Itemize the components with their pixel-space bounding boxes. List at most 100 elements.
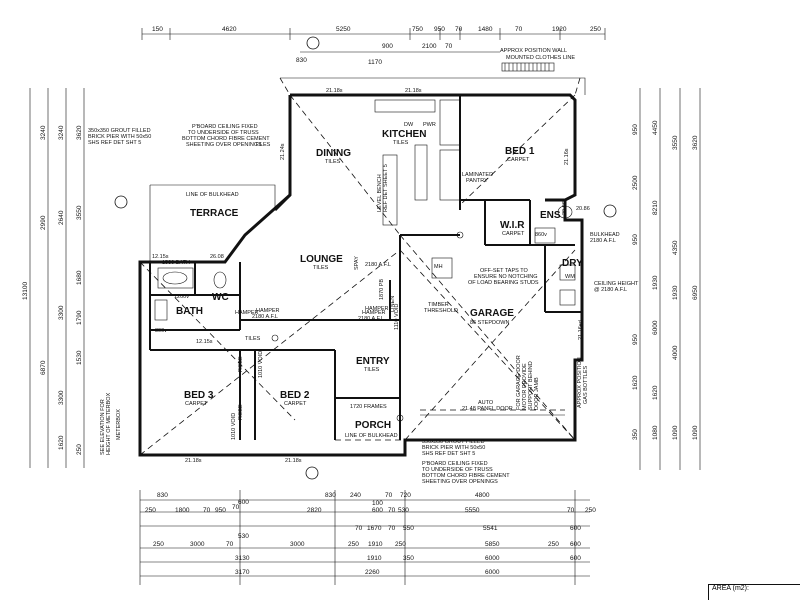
plan-label: 21.18s bbox=[185, 458, 202, 464]
section-marker bbox=[306, 36, 320, 50]
kitchen-bench bbox=[374, 99, 461, 226]
roof-lines bbox=[139, 77, 581, 456]
plan-label: 350x350 GROUT FILLED bbox=[422, 439, 485, 445]
plan-label: DW bbox=[404, 122, 414, 128]
room-finish: TILES bbox=[393, 140, 409, 146]
dim-label: 6870 bbox=[40, 360, 47, 375]
bottom-dimensions bbox=[139, 490, 590, 585]
dim-label: 1790 bbox=[76, 310, 83, 325]
plan-label: 2260 bbox=[365, 569, 380, 576]
plan-label: 250 bbox=[145, 507, 156, 514]
room-finish: TILES bbox=[313, 265, 329, 271]
dim-label: 1620 bbox=[632, 375, 639, 390]
small-labels: TILES TILES DW PWR MH ROBE ROBE LINEN WM… bbox=[155, 122, 575, 440]
dim-label: 13100 bbox=[22, 282, 29, 300]
clothes-line-note: MOUNTED CLOTHES LINE bbox=[506, 55, 575, 61]
dim-label: 2990 bbox=[40, 215, 47, 230]
dim-label: 70 bbox=[455, 26, 463, 33]
dim-label: 950 bbox=[632, 234, 639, 245]
room-finish: 86 STEPDOWN bbox=[470, 320, 509, 326]
plan-label: 70 bbox=[388, 525, 396, 532]
dim-label: 6000 bbox=[652, 320, 659, 335]
plan-label: 70 bbox=[226, 541, 234, 548]
plan-label: BOTTOM CHORD FIBRE CEMENT bbox=[422, 473, 510, 479]
clothes-line bbox=[501, 62, 555, 72]
plan-label: P'BOARD CEILING FIXED bbox=[422, 461, 488, 467]
room-finish: CARPET bbox=[284, 401, 307, 407]
plan-label: 800v bbox=[155, 328, 167, 334]
rotated-notes: FOR GARAGE DOOR MOTOR PROVIDE SUPPORT BE… bbox=[377, 164, 589, 410]
room-porch: PORCH bbox=[355, 420, 391, 431]
dim-label: 3300 bbox=[58, 305, 65, 320]
plan-label: BOTTOM CHORD FIBRE CEMENT bbox=[182, 136, 270, 142]
plan-label: 6000 bbox=[485, 569, 500, 576]
plan-label: 20.86s bbox=[562, 198, 568, 215]
plan-label: ENSURE NO NOTCHING bbox=[474, 274, 538, 280]
plan-label: 1530 BATH bbox=[162, 260, 190, 266]
plan-label: 70 bbox=[355, 525, 363, 532]
plan-label: 550 bbox=[403, 525, 414, 532]
plan-label: 2820 bbox=[307, 507, 322, 514]
plan-label: GAS BOTTLES bbox=[583, 365, 589, 404]
roof-outline bbox=[280, 77, 586, 95]
plan-label: 1110 VOID bbox=[394, 304, 400, 330]
plan-label: PWR bbox=[423, 122, 436, 128]
plan-label: P'BOARD CEILING FIXED bbox=[192, 124, 258, 130]
plan-label: BRICK PIER WITH 50x50 bbox=[88, 134, 151, 140]
interior-walls bbox=[149, 95, 582, 440]
plan-label: 3000 bbox=[190, 541, 205, 548]
room-kitchen: KITCHEN bbox=[382, 129, 426, 140]
room-garage: GARAGE bbox=[470, 308, 514, 319]
plan-label: 5541 bbox=[483, 525, 498, 532]
plan-label: 950 bbox=[215, 507, 226, 514]
plan-label: LINE OF BULKHEAD bbox=[345, 433, 398, 439]
plan-label: LINEN bbox=[390, 296, 396, 312]
plan-label: BULKHEAD bbox=[590, 232, 620, 238]
dim-label: 70 bbox=[445, 43, 453, 50]
plan-label: 20.86 bbox=[576, 206, 590, 212]
plan-label: 600 bbox=[570, 541, 581, 548]
plan-label: 6000 bbox=[485, 555, 500, 562]
room-dry: DRY bbox=[562, 258, 583, 269]
plan-label: 860v bbox=[535, 232, 547, 238]
plan-label: 1670 bbox=[367, 525, 382, 532]
dim-label: 950 bbox=[434, 26, 445, 33]
room-finish: TILES bbox=[364, 367, 380, 373]
dim-label: 3550 bbox=[672, 135, 679, 150]
dim-label: 3620 bbox=[76, 125, 83, 140]
plan-label: 350x350 GROUT FILLED bbox=[88, 128, 151, 134]
left-dim-labels: 13100 3240 2990 6870 3240 2640 3300 3300… bbox=[22, 125, 83, 455]
top-dimensions bbox=[141, 28, 606, 53]
plan-label: TIMBER bbox=[428, 302, 449, 308]
plan-label: 530 bbox=[238, 533, 249, 540]
plan-label: 600 bbox=[238, 499, 249, 506]
plan-label: HAMPER bbox=[235, 310, 259, 316]
dim-label: 8210 bbox=[652, 200, 659, 215]
room-bed1: BED 1 bbox=[505, 146, 535, 157]
dim-label: 750 bbox=[412, 26, 423, 33]
top-dim-labels: 150 4620 5250 750 950 70 1480 70 1920 25… bbox=[152, 26, 601, 66]
plan-label: 5550 bbox=[465, 507, 480, 514]
dim-label: 3240 bbox=[58, 125, 65, 140]
plan-label: SUPPORT BEHIND bbox=[528, 361, 534, 410]
meterbox-label: METERBOX bbox=[116, 409, 122, 440]
plan-label: 21.18s bbox=[285, 458, 302, 464]
plan-label: MOTOR PROVIDE bbox=[522, 363, 528, 410]
plan-label: 2180 A.F.L bbox=[365, 262, 391, 268]
left-dimensions bbox=[29, 88, 85, 468]
bottom-dim-labels: 830 830 240 70 720 4800 250 1800 70 950 … bbox=[145, 492, 596, 576]
plan-label: ROBE bbox=[238, 356, 244, 372]
plan-label: CEILING HEIGHT bbox=[594, 281, 639, 287]
plan-label: 250 bbox=[585, 507, 596, 514]
room-ens: ENS bbox=[540, 210, 561, 221]
plan-label: 250 bbox=[348, 541, 359, 548]
plan-label: 2180 A.F.L bbox=[252, 314, 278, 320]
fixtures bbox=[154, 205, 576, 422]
plan-label: 600 bbox=[372, 507, 383, 514]
plan-label: 1910 bbox=[368, 541, 383, 548]
clothes-line-hatch bbox=[504, 63, 550, 71]
dim-label: 1090 bbox=[692, 425, 699, 440]
annotation-notes: P'BOARD CEILING FIXED TO UNDERSIDE OF TR… bbox=[88, 124, 639, 485]
plan-label: 70 bbox=[385, 492, 393, 499]
dim-label: 3240 bbox=[40, 125, 47, 140]
